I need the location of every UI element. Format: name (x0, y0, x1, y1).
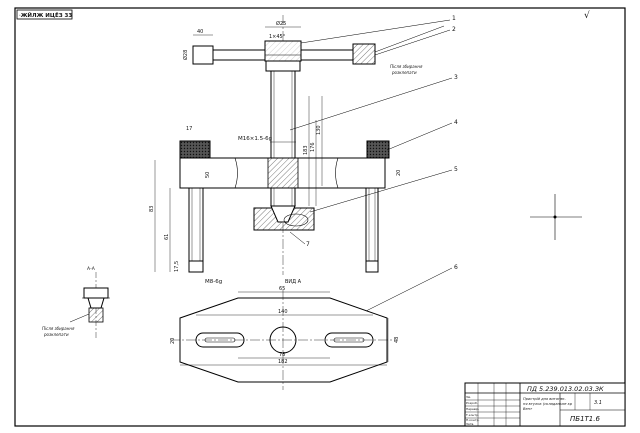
designation: ПД 5.239.013.02.03.ЗК (527, 385, 604, 393)
cross-beam (179, 140, 390, 189)
dim-chamfer: 1×45° (269, 34, 286, 40)
corner-stamp: ᐧЖЙЛЖ ИЦЁЗ 33 (16, 9, 73, 20)
row-label-5: Затв. (466, 422, 474, 426)
right-leg (365, 187, 379, 273)
base-plate-plan (170, 290, 395, 390)
section-mark: А-А (87, 266, 96, 272)
dimensions-lower: 65 140 78 182 20 48 (170, 286, 400, 366)
dim-140: 140 (278, 309, 288, 315)
dim-40: 40 (197, 29, 203, 35)
dim-20: 20 (396, 170, 402, 176)
dimensions-upper: 40 Ø25 1×45° Ø28 M16×1.5-6g 130 183 176 … (149, 20, 402, 285)
dim-17: 17 (186, 126, 192, 132)
pusher-block (253, 205, 315, 231)
dim-130: 130 (316, 125, 322, 135)
sheet-frame (14, 7, 626, 427)
callout-3: 3 (454, 74, 458, 81)
dim-d28: Ø28 (182, 50, 189, 60)
dim-83: 83 (149, 206, 155, 212)
dim-d25: Ø25 (276, 20, 286, 27)
callout-5: 5 (454, 166, 458, 173)
callout-4: 4 (454, 119, 458, 126)
note-1a: Після збирання (390, 64, 423, 69)
detail-view-left: А-А Після збирання розклепати (42, 266, 110, 340)
row-label-1: Розроб. (466, 401, 478, 405)
group-code: ПБ1Т1.6 (570, 415, 600, 423)
row-label-2: Перевір. (466, 407, 479, 411)
row-label-3: Т.контр. (465, 413, 479, 417)
callouts: 1 2 3 4 5 6 7 (289, 15, 458, 319)
title-block: ПД 5.239.013.02.03.ЗК Пристрій для витяг… (464, 382, 626, 427)
row-label-4: Н.контр. (466, 418, 479, 422)
note-1b: розклепати (391, 70, 417, 75)
callout-1: 1 (452, 15, 456, 22)
note-2b: розклепати (43, 332, 69, 337)
title-line-3: Вент (523, 407, 533, 411)
dim-65: 65 (279, 286, 285, 292)
dim-17-5: 17,5 (174, 261, 180, 272)
left-leg (188, 187, 204, 273)
view-mark: ВИД А (285, 279, 302, 285)
title-line-1: Пристрій для витяган- (523, 397, 566, 401)
dim-20-left: 20 (170, 338, 176, 344)
dim-thread-main: M16×1.5-6g (238, 136, 272, 142)
sheet-number: 3.1 (594, 400, 602, 406)
note-top: Після збирання розклепати (390, 64, 423, 75)
dim-182: 182 (278, 359, 288, 365)
callout-2: 2 (452, 26, 456, 33)
dim-50: 50 (205, 172, 211, 178)
corner-stamp-text: ᐧЖЙЛЖ ИЦЁЗ 33 (19, 11, 72, 19)
note-2a: Після збирання (42, 326, 75, 331)
callout-7: 7 (306, 241, 310, 248)
dim-176: 176 (310, 142, 316, 152)
roughness-mark: √ (584, 10, 590, 21)
callout-6: 6 (454, 264, 458, 271)
dim-48: 48 (394, 337, 400, 343)
dim-183: 183 (303, 145, 309, 155)
title-line-2: ня втулок (складальне кр (523, 402, 573, 406)
dim-61: 61 (164, 234, 170, 240)
dim-thread-small: M8-6g (205, 279, 222, 285)
row-label-0: Зм. (466, 395, 471, 399)
dim-78: 78 (279, 352, 285, 358)
crosshair-mark (530, 194, 582, 240)
t-handle (192, 25, 445, 65)
